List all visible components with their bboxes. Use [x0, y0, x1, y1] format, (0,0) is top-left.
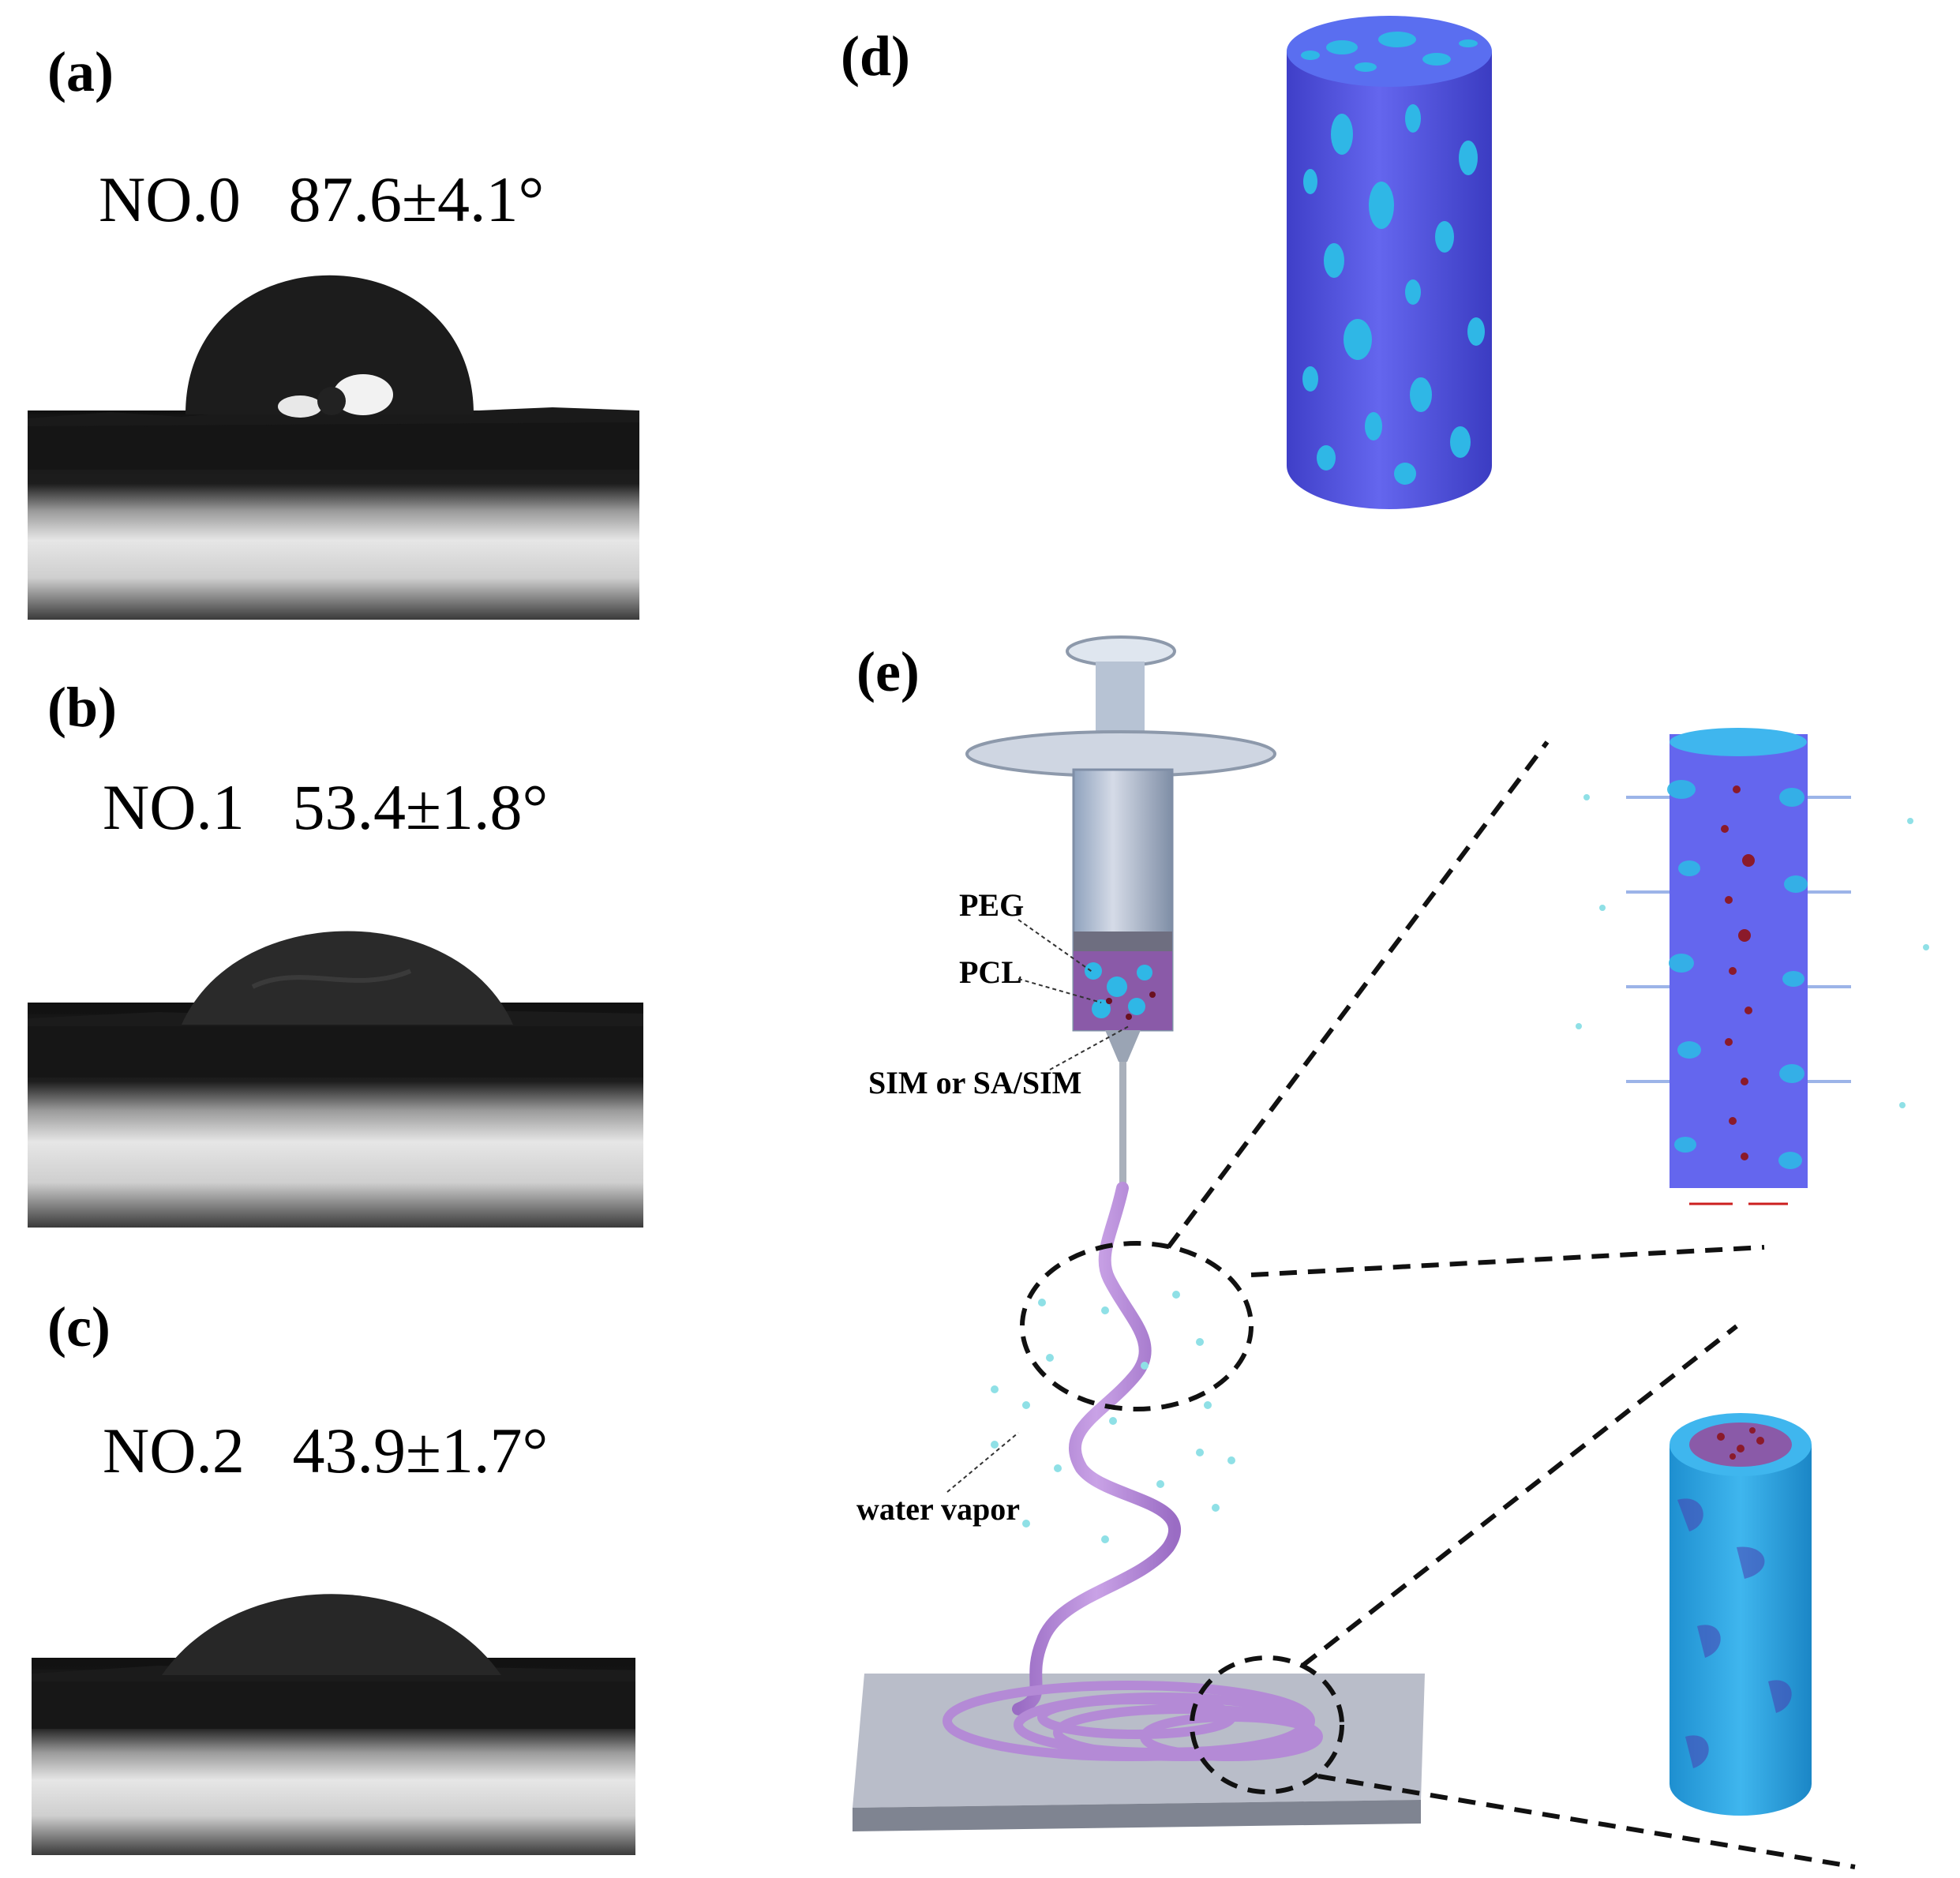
electrospinning-jet [1012, 1182, 1181, 1715]
panel-c-label: (c) [47, 1295, 111, 1359]
water-vapor-dots [991, 1291, 1235, 1543]
zoom-circle-mat [1190, 1655, 1344, 1794]
fiber-mat-loops [943, 1681, 1323, 1761]
porous-fiber-cylinder [1287, 16, 1492, 509]
panel-c-sample: NO.2 [103, 1415, 245, 1486]
callout-vapor: water vapor [856, 1491, 1020, 1527]
panel-a-sample: NO.0 [99, 163, 241, 235]
callout-pcl: PCL [959, 954, 1022, 990]
panel-a: (a) NO.0 87.6±4.1° [28, 40, 639, 620]
panel-c-angle: NO.2 43.9±1.7° [103, 1415, 548, 1486]
panel-c: (c) NO.2 43.9±1.7° [32, 1295, 635, 1855]
syringe [965, 635, 1276, 1192]
panel-c-droplet-photo [32, 1594, 635, 1855]
panel-a-angle: NO.0 87.6±4.1° [99, 163, 544, 235]
panel-a-value: 87.6±4.1° [288, 163, 544, 235]
panel-b-angle: NO.1 53.4±1.8° [103, 771, 548, 843]
panel-b-droplet-photo [28, 931, 643, 1228]
panel-e: (e) PEG PCL SIM or SA/SIM water vapor [853, 635, 1929, 1869]
panel-b-value: 53.4±1.8° [292, 771, 548, 843]
panel-d: (d) [841, 16, 1492, 509]
zoom-circle-jet [1020, 1241, 1254, 1411]
panel-d-label: (d) [841, 24, 910, 88]
zoomed-jet-fiber [1576, 728, 1929, 1205]
panel-b: (b) NO.1 53.4±1.8° [28, 676, 643, 1228]
panel-e-label: (e) [856, 640, 920, 703]
panel-b-label: (b) [47, 676, 117, 739]
callout-peg: PEG [959, 887, 1024, 923]
panel-a-droplet-photo [28, 275, 639, 620]
panel-a-label: (a) [47, 40, 114, 103]
panel-b-sample: NO.1 [103, 771, 245, 843]
zoomed-deposited-fiber [1670, 1413, 1812, 1816]
peg-droplets-icon [1085, 962, 1152, 1018]
callout-drug: SIM or SA/SIM [868, 1065, 1081, 1100]
panel-c-value: 43.9±1.7° [292, 1415, 548, 1486]
